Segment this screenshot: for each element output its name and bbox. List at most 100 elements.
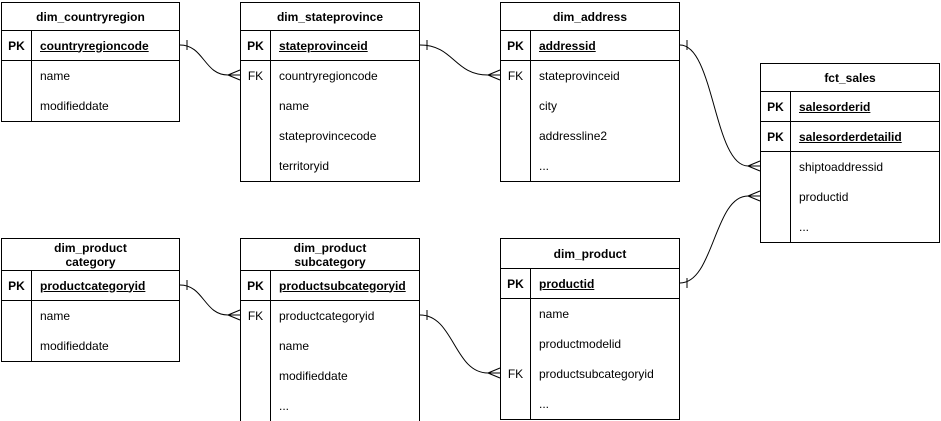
attribute-name: addressline2: [539, 129, 608, 143]
attribute-row: productid: [761, 182, 939, 212]
attribute-name: name: [40, 69, 71, 83]
attribute-name: productsubcategoryid: [279, 278, 406, 293]
attribute-name: name: [539, 307, 570, 321]
entity-title: dim_countryregion: [2, 3, 179, 31]
attribute-row: modifieddate: [2, 331, 179, 361]
key-flag-empty: [241, 331, 271, 361]
attribute-row: ...: [501, 151, 679, 181]
attribute-row: ...: [761, 212, 939, 242]
key-flag-pk: PK: [241, 31, 271, 60]
attribute-name: stateprovinceid: [279, 38, 368, 53]
key-flag-fk: FK: [241, 301, 271, 331]
key-flag-empty: [241, 151, 271, 181]
attribute-name: modifieddate: [279, 369, 348, 383]
relationship-dim_product-fct_sales[interactable]: [679, 190, 761, 288]
attribute-name: stateprovinceid: [539, 69, 620, 83]
key-flag-empty: [241, 391, 271, 421]
attribute-row: FK countryregioncode: [241, 61, 419, 91]
attribute-row: ...: [501, 389, 679, 419]
relationship-dim_address-fct_sales[interactable]: [679, 40, 761, 172]
key-flag-pk: PK: [2, 271, 32, 300]
entity-title: dim_stateprovince: [241, 3, 419, 31]
key-flag-empty: [761, 152, 791, 182]
attribute-row: ...: [241, 391, 419, 421]
attribute-row: PK salesorderdetailid: [761, 122, 939, 152]
attribute-name: productsubcategoryid: [539, 367, 654, 381]
attribute-name: salesorderid: [799, 99, 871, 114]
key-flag-empty: [241, 91, 271, 121]
key-flag-empty: [241, 121, 271, 151]
attribute-name: productcategoryid: [279, 309, 375, 323]
attribute-row: modifieddate: [241, 361, 419, 391]
attribute-name: productcategoryid: [40, 278, 146, 293]
attribute-row: productmodelid: [501, 329, 679, 359]
entity-title-line: dim_product: [293, 240, 367, 255]
attribute-row: name: [501, 299, 679, 329]
attribute-row: name: [2, 61, 179, 91]
attribute-name: modifieddate: [40, 339, 109, 353]
key-flag-empty: [501, 389, 531, 419]
attribute-name: productid: [799, 190, 849, 204]
attribute-name: addressid: [539, 38, 596, 53]
attribute-name: name: [40, 309, 71, 323]
key-flag-empty: [501, 91, 531, 121]
key-flag-empty: [761, 212, 791, 242]
relationship-dim_stateprovince-dim_address[interactable]: [419, 40, 501, 81]
key-flag-empty: [501, 121, 531, 151]
attribute-name: city: [539, 99, 557, 113]
entity-title-line: dim_address: [552, 9, 628, 24]
attribute-name: territoryid: [279, 159, 330, 173]
entity-title-line: dim_product: [54, 240, 127, 255]
entity-title-line: dim_countryregion: [36, 9, 145, 24]
entity-title-line: dim_product: [553, 246, 627, 261]
attribute-row: addressline2: [501, 121, 679, 151]
entity-title-line: fct_sales: [824, 70, 876, 85]
key-flag-pk: PK: [761, 122, 791, 151]
key-flag-fk: FK: [241, 61, 271, 91]
key-flag-pk: PK: [501, 269, 531, 298]
attribute-row: city: [501, 91, 679, 121]
attribute-row: territoryid: [241, 151, 419, 181]
attribute-name: salesorderdetailid: [799, 129, 902, 144]
key-flag-empty: [2, 91, 32, 121]
entity-title: fct_sales: [761, 64, 939, 92]
attribute-name: shiptoaddressid: [799, 160, 884, 174]
key-flag-empty: [501, 329, 531, 359]
key-flag-empty: [241, 361, 271, 391]
attribute-name: ...: [539, 159, 550, 173]
attribute-name: countryregioncode: [279, 69, 378, 83]
relationship-dim_countryregion-dim_stateprovince[interactable]: [179, 40, 241, 81]
entity-title-line: category: [65, 254, 116, 269]
relationship-dim_productsubcategory-dim_product[interactable]: [419, 310, 501, 379]
attribute-row: PK productsubcategoryid: [241, 271, 419, 301]
key-flag-fk: FK: [501, 359, 531, 389]
entity-title-line: dim_stateprovince: [276, 9, 384, 24]
key-flag-empty: [2, 331, 32, 361]
key-flag-empty: [761, 182, 791, 212]
attribute-row: FK productcategoryid: [241, 301, 419, 331]
key-flag-pk: PK: [241, 271, 271, 300]
attribute-row: name: [241, 331, 419, 361]
attribute-name: ...: [799, 220, 810, 234]
attribute-name: stateprovincecode: [279, 129, 377, 143]
attribute-name: ...: [539, 397, 550, 411]
relationship-dim_productcategory-dim_productsubcategory[interactable]: [179, 280, 241, 321]
attribute-row: PK stateprovinceid: [241, 31, 419, 61]
attribute-row: FK productsubcategoryid: [501, 359, 679, 389]
attribute-name: ...: [279, 399, 290, 413]
